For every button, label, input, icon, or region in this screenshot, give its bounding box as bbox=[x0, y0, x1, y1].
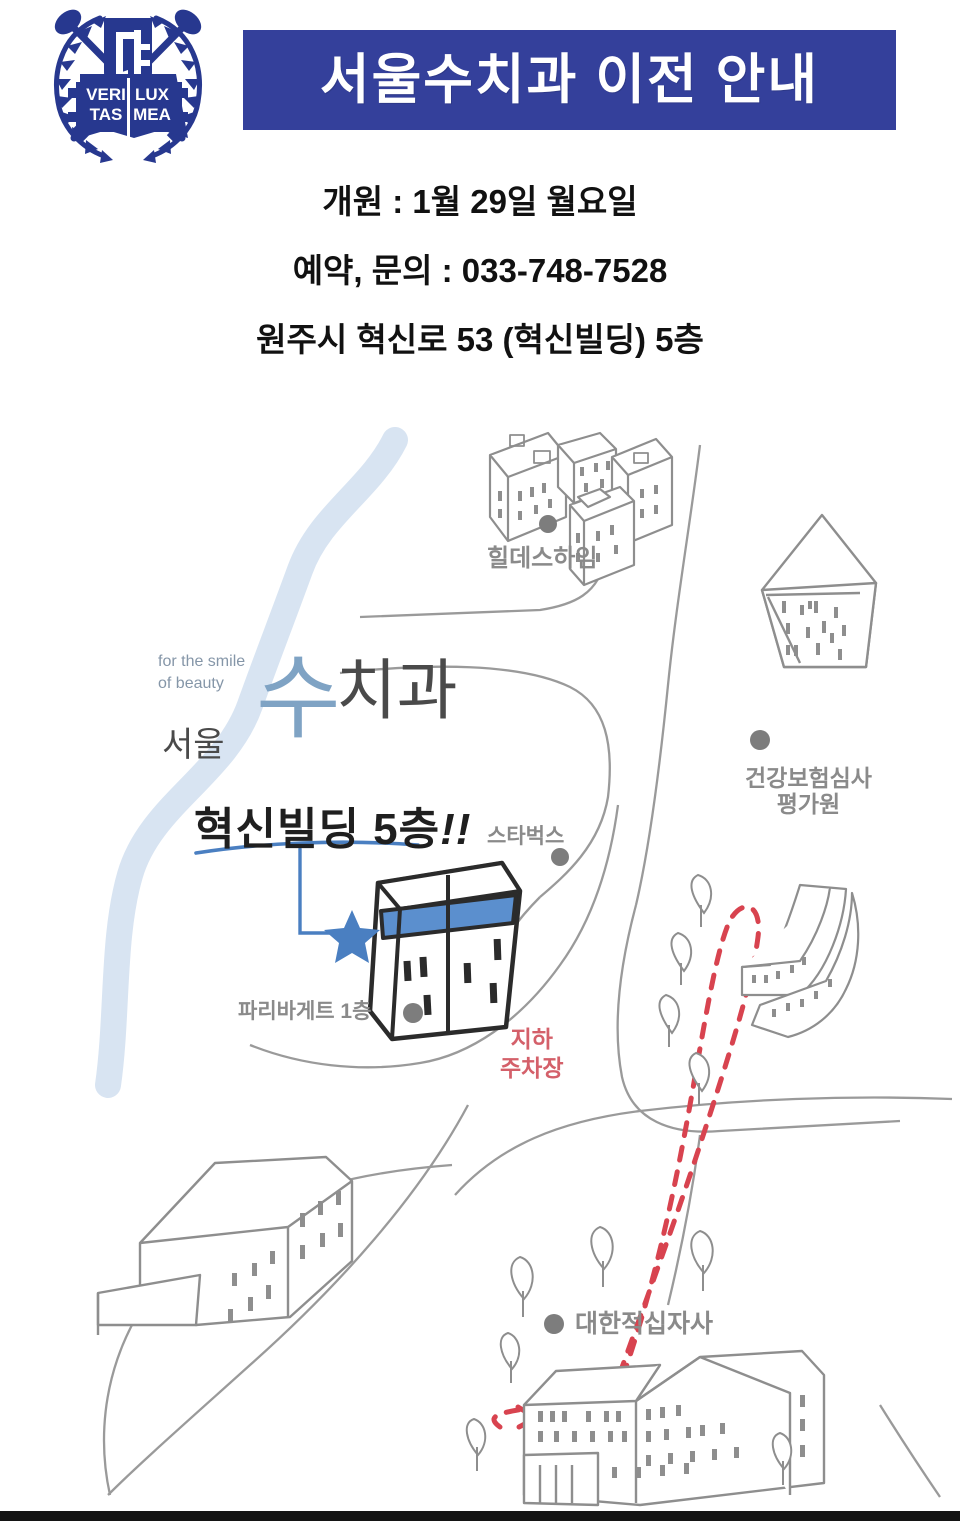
curved-building-windows bbox=[752, 957, 832, 1017]
route-dashed-path bbox=[491, 904, 762, 1430]
info-address: 원주시 혁신로 53 (혁신빌딩) 5층 bbox=[256, 321, 704, 358]
clinic-main-building bbox=[367, 860, 523, 1042]
hildesheim-buildings bbox=[488, 431, 674, 587]
label-parking-line1: 지하 bbox=[510, 1026, 553, 1052]
clinic-info-block: 개원 : 1월 29일 월요일 예약, 문의 : 033-748-7528 원주… bbox=[0, 185, 960, 392]
clinic-tagline: for the smile of beauty bbox=[158, 653, 246, 692]
clinic-brand-prefix: 서울 bbox=[162, 726, 225, 764]
emblem-motto-mea: MEA bbox=[133, 105, 171, 124]
label-hira-line1: 건강보험심사 bbox=[745, 765, 872, 791]
starbucks-dot bbox=[551, 848, 569, 866]
seoul-national-university-emblem: VERI TAS LUX MEA bbox=[54, 9, 202, 163]
page-header: VERI TAS LUX MEA 서울수치과 이전 안내 bbox=[0, 0, 960, 165]
page-title: 서울수치과 이전 안내 bbox=[319, 50, 820, 110]
label-hira-line2: 평가원 bbox=[776, 791, 841, 818]
label-paris-baguette: 파리바게트 1층 bbox=[238, 1000, 372, 1023]
bottom-left-building bbox=[96, 1155, 354, 1335]
clinic-pointer-bracket bbox=[298, 847, 332, 935]
clinic-brand-logo: for the smile of beauty 서울 수 치과 혁신빌딩 5층!… bbox=[150, 645, 510, 875]
river-path bbox=[95, 427, 408, 1098]
tree-row-right bbox=[658, 873, 713, 1105]
label-hildesheim: 힐데스하임 bbox=[487, 545, 598, 572]
label-underground-parking: 지하 주차장 bbox=[500, 1025, 563, 1083]
location-map: for the smile of beauty 서울 수 치과 혁신빌딩 5층!… bbox=[0, 405, 960, 1510]
bottom-edge-bar bbox=[0, 1511, 960, 1521]
info-contact-phone: 예약, 문의 : 033-748-7528 bbox=[292, 252, 668, 289]
red-cross-building bbox=[522, 1349, 826, 1507]
clinic-floor-note-text: 혁신빌딩 5층 bbox=[194, 805, 441, 854]
clinic-star-marker bbox=[324, 910, 380, 963]
red-cross-dot bbox=[544, 1314, 564, 1334]
label-starbucks: 스타벅스 bbox=[487, 825, 565, 848]
curved-twin-building bbox=[740, 883, 860, 1039]
emblem-motto-veri: VERI bbox=[86, 85, 126, 104]
label-hira: 건강보험심사 평가원 bbox=[745, 765, 872, 818]
hira-windows bbox=[782, 601, 846, 660]
emblem-motto-lux: LUX bbox=[135, 85, 170, 104]
clinic-underline bbox=[194, 840, 420, 855]
hira-dot bbox=[750, 730, 770, 750]
paris-baguette-dot bbox=[403, 1003, 423, 1023]
emblem-motto-tas: TAS bbox=[90, 105, 123, 124]
clinic-brand-suffix: 치과 bbox=[336, 653, 458, 727]
info-opening-date: 개원 : 1월 29일 월요일 bbox=[322, 183, 638, 220]
bottom-left-building-windows bbox=[228, 1191, 343, 1323]
hira-building bbox=[760, 513, 878, 669]
label-parking-line2: 주차장 bbox=[500, 1054, 564, 1081]
red-cross-building-windows bbox=[538, 1395, 805, 1478]
label-red-cross: 대한적십자사 bbox=[575, 1310, 714, 1338]
tree-cluster-bottom bbox=[465, 1225, 793, 1485]
map-illustration bbox=[95, 427, 953, 1507]
clinic-floor-note: 혁신빌딩 5층!! bbox=[194, 793, 471, 857]
clinic-floor-note-marks: !! bbox=[440, 805, 472, 854]
clinic-brand-accent: 수 bbox=[256, 648, 341, 750]
title-banner: 서울수치과 이전 안내 bbox=[243, 30, 896, 130]
hildesheim-dot bbox=[539, 515, 557, 533]
